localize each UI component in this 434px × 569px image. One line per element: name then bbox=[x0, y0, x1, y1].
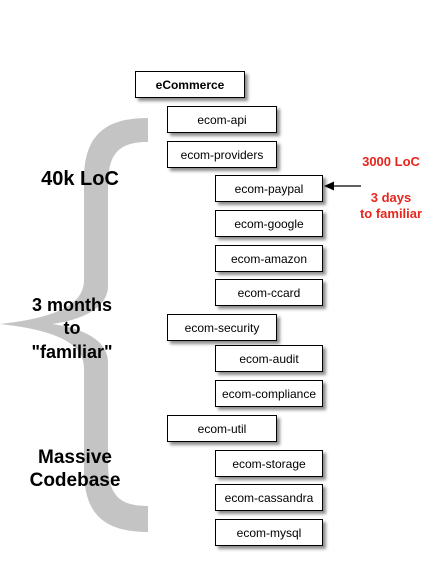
module-ecom-compliance: ecom-compliance bbox=[215, 380, 323, 407]
curly-brace bbox=[0, 118, 148, 532]
module-ecom-amazon: ecom-amazon bbox=[215, 245, 323, 272]
module-ecom-mysql: ecom-mysql bbox=[215, 519, 323, 546]
codebase-size-label: Massive Codebase bbox=[16, 446, 134, 492]
annotation-familiar: 3 days to familiar bbox=[348, 190, 434, 223]
familiar-time-label: 3 months to "familiar" bbox=[10, 294, 134, 364]
codebase-size-line-2: Codebase bbox=[29, 470, 121, 492]
module-ecom-paypal: ecom-paypal bbox=[215, 175, 323, 202]
module-ecom-security: ecom-security bbox=[167, 314, 277, 341]
annotation-familiar-line-1: 3 days bbox=[370, 190, 412, 205]
module-ecom-ccard: ecom-ccard bbox=[215, 279, 323, 306]
module-ecommerce: eCommerce bbox=[135, 71, 245, 98]
module-ecom-providers: ecom-providers bbox=[167, 141, 277, 168]
familiar-time-line-3: "familiar" bbox=[31, 341, 113, 362]
codebase-size-line-1: Massive bbox=[38, 447, 112, 468]
annotation-familiar-line-2: to familiar bbox=[359, 206, 423, 222]
annotation-loc: 3000 LoC bbox=[362, 154, 420, 169]
module-ecom-api: ecom-api bbox=[167, 106, 277, 133]
familiar-time-line-1: 3 months bbox=[31, 295, 112, 315]
module-ecom-google: ecom-google bbox=[215, 210, 323, 237]
module-ecom-storage: ecom-storage bbox=[215, 450, 323, 477]
left-arrow-icon bbox=[324, 181, 361, 191]
loc-label: 40k LoC bbox=[41, 168, 119, 190]
module-ecom-util: ecom-util bbox=[167, 415, 277, 442]
module-ecom-cassandra: ecom-cassandra bbox=[215, 484, 323, 511]
familiar-time-line-2: to bbox=[63, 318, 81, 339]
module-ecom-audit: ecom-audit bbox=[215, 345, 323, 372]
